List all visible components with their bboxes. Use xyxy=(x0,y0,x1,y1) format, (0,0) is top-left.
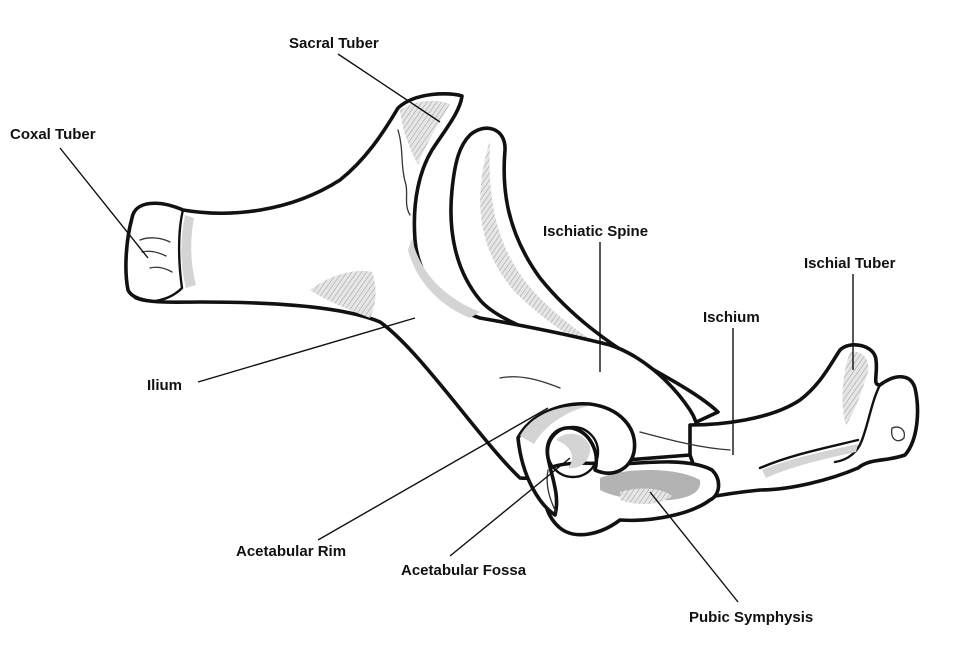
leader-coxal-tuber xyxy=(59,147,149,259)
ischium-shading xyxy=(762,444,858,478)
coxal-tuber-detail xyxy=(139,237,173,273)
leader-acetabular-rim xyxy=(317,407,549,541)
label-ischiatic-spine: Ischiatic Spine xyxy=(543,223,648,240)
ilium-shape xyxy=(124,91,700,481)
acetabulum-detail xyxy=(546,469,557,513)
ischium-lower-edge xyxy=(758,438,860,470)
hip-bone-illustration xyxy=(124,91,920,537)
label-sacral-tuber: Sacral Tuber xyxy=(289,35,379,52)
leader-lines xyxy=(59,53,854,603)
acetabular-rim-shading xyxy=(520,405,588,444)
leader-pubic-symphysis xyxy=(649,491,739,603)
leader-sacral-tuber xyxy=(337,53,441,123)
leader-ilium xyxy=(197,317,416,383)
labels: Sacral Tuber Coxal Tuber Ischiatic Spine… xyxy=(10,35,896,626)
sacral-tuber-shading xyxy=(400,100,450,165)
label-acetabular-rim: Acetabular Rim xyxy=(236,543,346,560)
acetabular-fossa-shading xyxy=(556,433,591,469)
ischial-tuber-shading xyxy=(842,351,869,425)
ischial-tuber-detail xyxy=(891,426,906,442)
pubic-symphysis-shading xyxy=(620,488,672,505)
acetabular-fossa-shape xyxy=(546,425,600,479)
ischium-shape xyxy=(688,343,920,500)
ilium-edge-shading xyxy=(408,238,480,318)
leader-acetabular-fossa xyxy=(449,457,571,557)
label-coxal-tuber: Coxal Tuber xyxy=(10,126,96,143)
ilium-wing-shading xyxy=(310,270,376,318)
label-ischium: Ischium xyxy=(703,309,760,326)
label-acetabular-fossa: Acetabular Fossa xyxy=(401,562,527,579)
coxal-tuber-shading xyxy=(181,215,196,288)
ilium-body-contour xyxy=(499,376,731,451)
sacral-tuber-crack xyxy=(397,129,411,216)
coxal-tuber-cap xyxy=(133,208,185,303)
label-pubic-symphysis: Pubic Symphysis xyxy=(689,609,813,626)
ischial-tuber-inner-line xyxy=(833,383,882,464)
label-ischial-tuber: Ischial Tuber xyxy=(804,255,896,272)
ischiatic-spine-shading xyxy=(480,140,640,372)
label-ilium: Ilium xyxy=(147,377,182,394)
